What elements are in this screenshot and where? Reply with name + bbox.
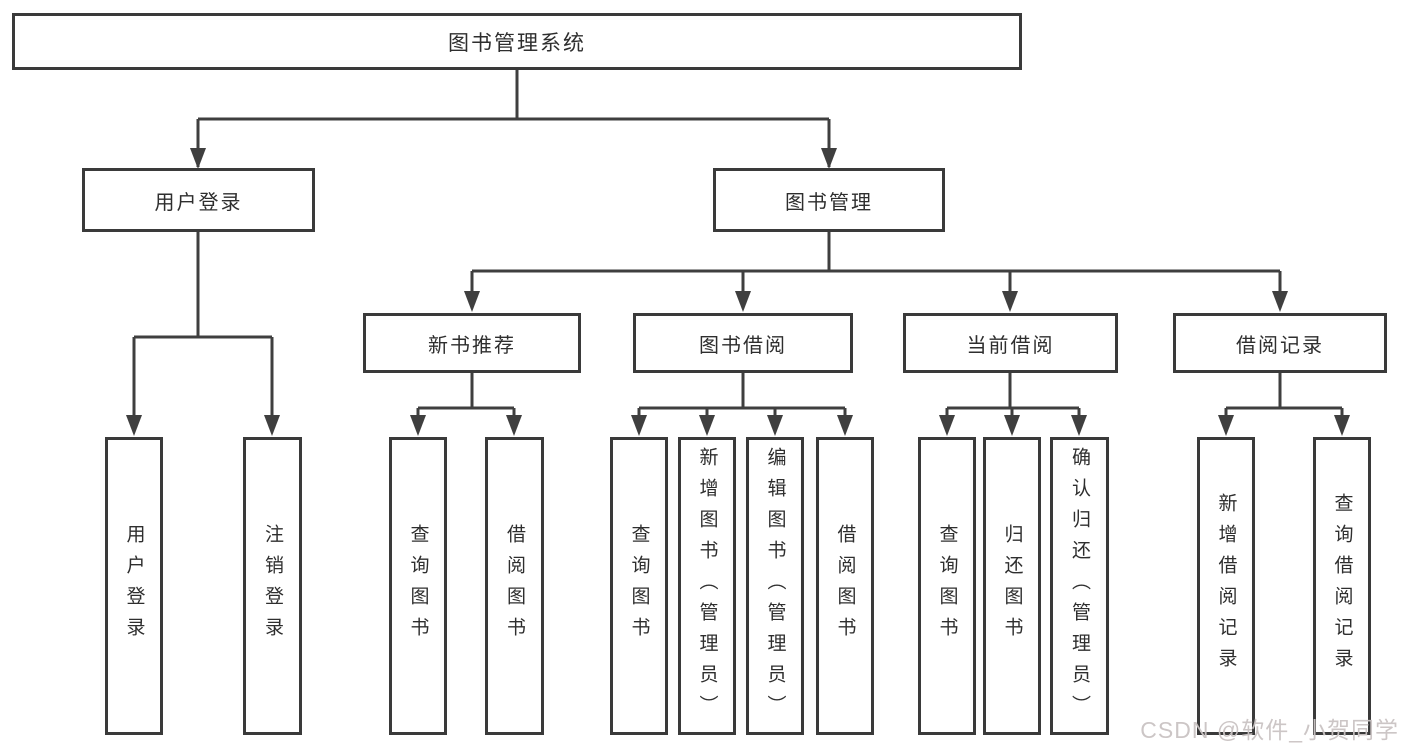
leaf-current-confirm-return-admin: 确认归还（管理员） [1050, 437, 1109, 735]
arrow-down-icon [504, 413, 524, 438]
arrow-down-icon [1069, 413, 1089, 438]
connector-user-login-children [124, 232, 282, 438]
csdn-watermark: CSDN @软件_小贺同学 [1140, 717, 1399, 743]
arrow-down-icon [1332, 413, 1352, 438]
node-label: 图书管理系统 [448, 31, 586, 55]
node-label: 新增借阅记录 [1215, 493, 1237, 679]
arrow-down-icon [629, 413, 649, 438]
node-label: 查询图书 [628, 524, 650, 648]
arrow-down-icon [1000, 289, 1020, 314]
node-label: 查询图书 [407, 524, 429, 648]
node-label: 用户登录 [123, 524, 145, 648]
arrow-down-icon [188, 146, 208, 171]
leaf-borrowing-add-book-admin: 新增图书（管理员） [678, 437, 736, 735]
node-book-borrowing: 图书借阅 [633, 313, 853, 373]
arrow-down-icon [1216, 413, 1236, 438]
arrow-down-icon [408, 413, 428, 438]
node-label: 新增图书（管理员） [696, 446, 718, 726]
leaf-records-query-record: 查询借阅记录 [1313, 437, 1371, 735]
node-label: 当前借阅 [966, 334, 1055, 357]
leaf-recommend-borrow-book: 借阅图书 [485, 437, 544, 735]
node-label: 新书推荐 [428, 334, 516, 357]
node-label: 图书管理 [785, 191, 873, 214]
node-label: 查询借阅记录 [1331, 493, 1353, 679]
node-borrowing-records: 借阅记录 [1173, 313, 1387, 373]
leaf-borrowing-borrow-book: 借阅图书 [816, 437, 874, 735]
node-user-login: 用户登录 [82, 168, 315, 232]
node-book-management: 图书管理 [713, 168, 945, 232]
node-label: 编辑图书（管理员） [764, 446, 786, 726]
arrow-down-icon [1002, 413, 1022, 438]
node-label: 借阅图书 [834, 524, 856, 648]
arrow-down-icon [124, 413, 144, 438]
node-label: 借阅记录 [1236, 334, 1324, 357]
node-current-borrowing: 当前借阅 [903, 313, 1118, 373]
node-label: 归还图书 [1001, 524, 1023, 648]
arrow-down-icon [1270, 289, 1290, 314]
arrow-down-icon [835, 413, 855, 438]
leaf-borrowing-query-book: 查询图书 [610, 437, 668, 735]
arrow-down-icon [262, 413, 282, 438]
arrow-down-icon [765, 413, 785, 438]
arrow-down-icon [937, 413, 957, 438]
node-label: 借阅图书 [504, 524, 525, 648]
arrow-down-icon [697, 413, 717, 438]
leaf-current-return-book: 归还图书 [983, 437, 1041, 735]
leaf-user-login: 用户登录 [105, 437, 163, 735]
node-root: 图书管理系统 [12, 13, 1022, 70]
connector-book-mgmt-children [462, 232, 1290, 314]
arrow-down-icon [733, 289, 753, 314]
arrow-down-icon [462, 289, 482, 314]
connector-book-borrow-children [629, 373, 855, 438]
connector-borrow-records-children [1216, 373, 1352, 438]
leaf-records-add-record: 新增借阅记录 [1197, 437, 1255, 735]
connector-current-borrow-children [937, 373, 1089, 438]
node-new-book-recommend: 新书推荐 [363, 313, 581, 373]
arrow-down-icon [819, 146, 839, 171]
node-label: 查询图书 [936, 524, 958, 648]
node-label: 注销登录 [262, 524, 283, 648]
connector-new-book-rec-children [408, 373, 524, 438]
leaf-logout-login: 注销登录 [243, 437, 302, 735]
leaf-recommend-query-book: 查询图书 [389, 437, 447, 735]
node-label: 图书借阅 [699, 334, 787, 357]
node-label: 用户登录 [154, 191, 243, 214]
node-label: 确认归还（管理员） [1069, 446, 1090, 726]
connector-root-to-level2 [188, 70, 839, 171]
leaf-current-query-book: 查询图书 [918, 437, 976, 735]
leaf-borrowing-edit-book-admin: 编辑图书（管理员） [746, 437, 804, 735]
